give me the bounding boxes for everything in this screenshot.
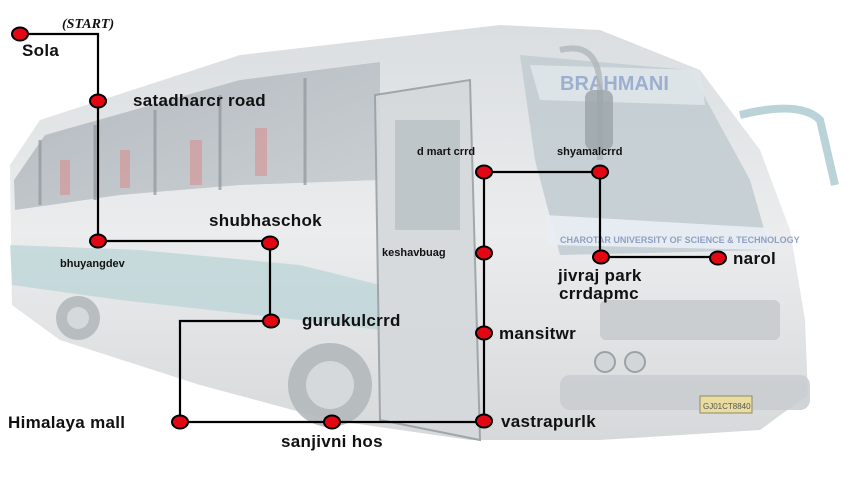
stop-marker-vastrapur [475, 413, 493, 429]
stop-label-keshavbaug: keshavbuag [382, 247, 446, 259]
stop-marker-narol [709, 250, 727, 266]
stop-label-sanjivni: sanjivni hos [281, 432, 383, 451]
stop-label-dmart: d mart crrd [417, 146, 476, 158]
stop-marker-sanjivni [323, 414, 341, 430]
stop-marker-shyamal [591, 164, 609, 180]
stop-label-narol: narol [733, 249, 777, 268]
number-plate: GJ01CT8840 [703, 402, 751, 411]
stop-label-shubhaschok: shubhaschok [209, 211, 322, 230]
stop-marker-bhuyangdev [89, 233, 107, 249]
bus-windshield [520, 55, 770, 255]
stop-label-mansi: mansitwr [499, 324, 577, 343]
stop-marker-keshavbaug [475, 245, 493, 261]
stop-label-bhuyangdev: bhuyangdev [60, 258, 125, 270]
stop-marker-jivraj [592, 249, 610, 265]
stop-marker-shubhaschok [261, 235, 279, 251]
stop-label-crrdapmc: crrdapmc [559, 284, 639, 303]
stop-label-jivraj: jivraj park [558, 266, 642, 285]
route-lines [20, 32, 718, 424]
stop-marker-satadhar [89, 93, 107, 109]
bus-side-windows [14, 62, 380, 210]
stop-marker-mansi [475, 325, 493, 341]
bus-roof-sign: BRAHMANI [560, 73, 669, 95]
stop-marker-gurukul [262, 313, 280, 329]
stop-markers [11, 26, 727, 430]
stop-label-vastrapur: vastrapurlk [501, 412, 596, 431]
stop-label-himalaya: Himalaya mall [8, 413, 126, 432]
start-marker-label: (START) [62, 17, 115, 32]
stop-label-sola: Sola [22, 41, 60, 60]
route-line-west [20, 32, 484, 424]
stop-marker-dmart [475, 164, 493, 180]
stop-label-gurukul: gurukulcrrd [302, 311, 401, 330]
bus-stripe [10, 245, 380, 330]
stop-label-shyamal: shyamalcrrd [557, 146, 623, 158]
bus-windshield-sign: CHAROTAR UNIVERSITY OF SCIENCE & TECHNOL… [560, 235, 800, 245]
stop-marker-himalaya [171, 414, 189, 430]
stop-marker-sola [11, 26, 29, 42]
stop-label-satadhar: satadharcr road [133, 91, 266, 110]
